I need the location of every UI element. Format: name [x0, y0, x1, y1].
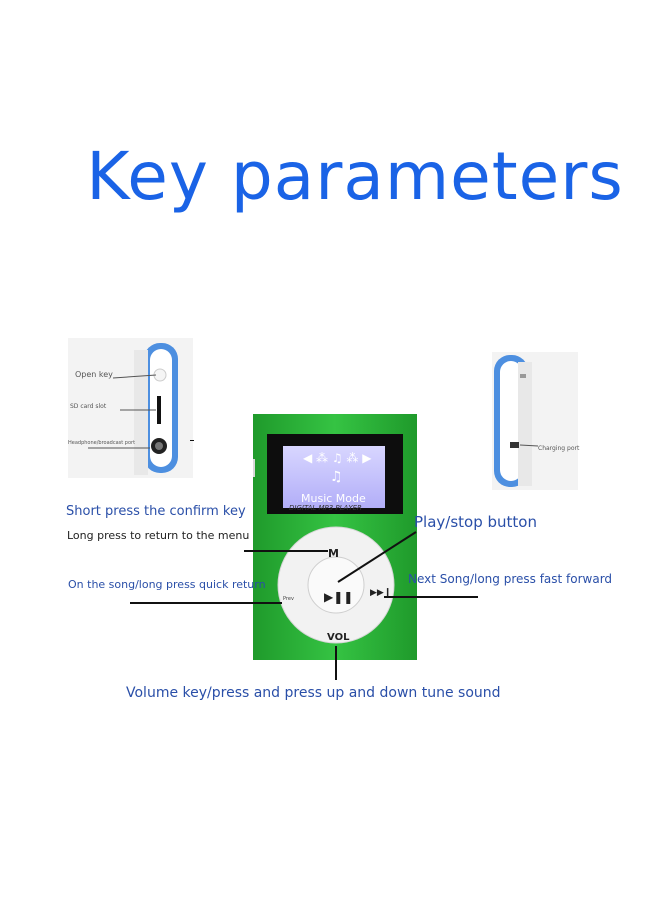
- screen-mode-text: Music Mode: [301, 492, 366, 505]
- callout-play: Play/stop button: [414, 513, 537, 531]
- leader-play: [337, 531, 417, 583]
- player-body: [247, 414, 417, 660]
- callout-volume: Volume key/press and press up and down t…: [126, 685, 501, 701]
- play-pause-key[interactable]: ▶❚❚: [324, 590, 354, 604]
- screen-brand-text: DIGITAL MP3 PLAYER: [289, 504, 362, 512]
- charging-port-label: Charging port: [538, 445, 580, 452]
- callout-confirm: Short press the confirm key: [66, 504, 246, 519]
- prev-key[interactable]: Prev: [283, 596, 294, 602]
- mp3-player-front: ◀ ⁂ ♫ ⁂ ▶ ♫ Music Mode DIGITAL MP3 PLAYE…: [247, 414, 417, 660]
- leader-prev: [130, 602, 282, 604]
- right-side-view: Charging port: [492, 352, 580, 490]
- leader-next: [384, 596, 478, 598]
- volume-key[interactable]: VOL: [327, 632, 350, 643]
- player-side-illustration-right: [494, 355, 539, 487]
- headphone-port-label: Headphone/broadcast port: [68, 440, 136, 446]
- callout-prev: On the song/long press quick return: [68, 578, 266, 591]
- callout-next: Next Song/long press fast forward: [408, 572, 613, 586]
- callout-menu: Long press to return to the menu: [67, 529, 250, 542]
- page-title: Key parameters: [86, 138, 624, 215]
- menu-key[interactable]: M: [328, 547, 339, 560]
- left-side-view: Open key SD card slot Headphone/broadcas…: [68, 338, 193, 478]
- next-key[interactable]: ▶▶❙: [370, 588, 392, 598]
- leader-volume: [335, 646, 337, 680]
- music-note-icon: ♫: [330, 469, 343, 485]
- open-key-label: Open key: [75, 370, 113, 379]
- screen-icons: ◀ ⁂ ♫ ⁂ ▶: [303, 451, 372, 465]
- sd-slot-label: SD card slot: [70, 403, 107, 410]
- player-side-illustration: [88, 343, 178, 475]
- leader-menu: [244, 550, 328, 552]
